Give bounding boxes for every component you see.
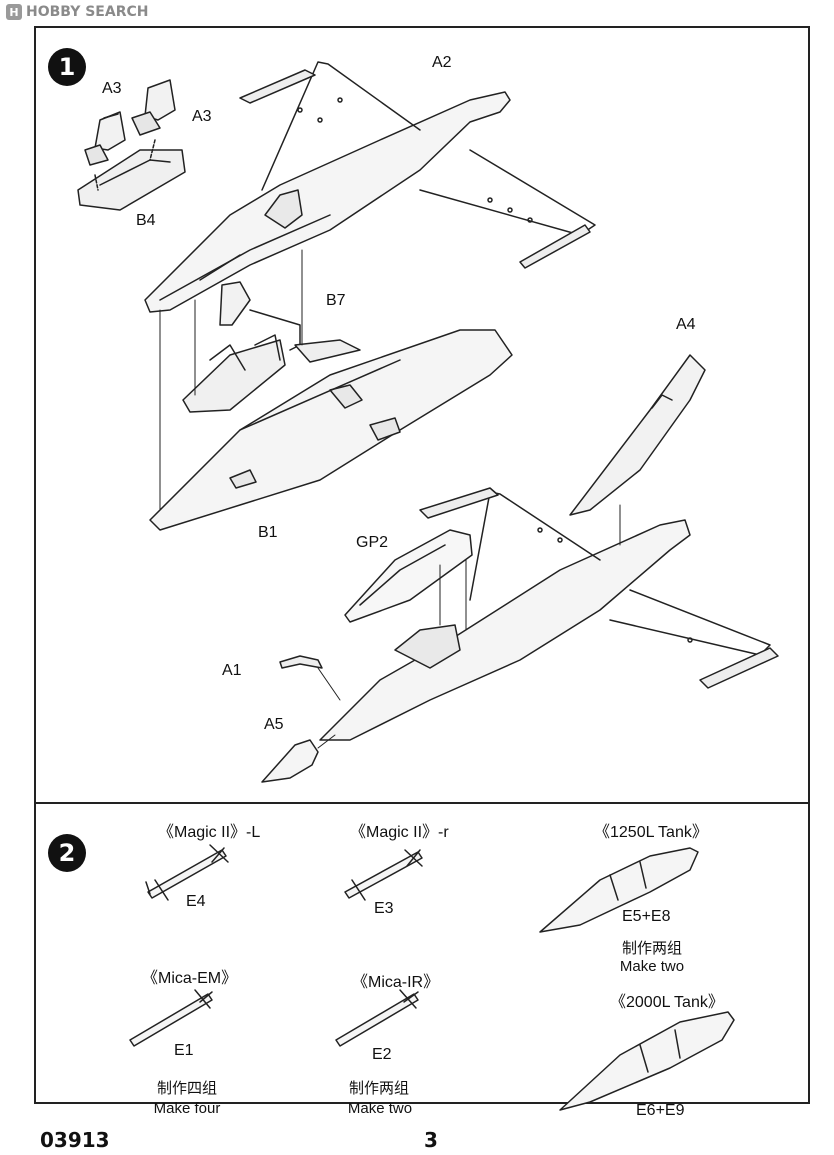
missile-magic-l-drawing	[145, 844, 229, 901]
note-en-1250l: Make two	[619, 958, 685, 975]
tank-1250l-drawing	[539, 847, 699, 933]
part-label-e6-e9: E6+E9	[636, 1102, 685, 1119]
lower-fuselage-b1-drawing	[149, 329, 513, 531]
title-2000l-tank: 《2000L Tank》	[610, 994, 724, 1011]
title-magic-l: 《Magic II》-L	[158, 824, 261, 841]
nose-cone-a5-drawing	[261, 734, 336, 783]
tank-2000l-drawing	[559, 1011, 735, 1111]
part-label-a1: A1	[222, 662, 242, 679]
watermark-text: HOBBY SEARCH	[26, 4, 149, 20]
missile-magic-r-drawing	[344, 849, 423, 901]
part-label-a4: A4	[676, 316, 696, 333]
vertical-tail-a4-drawing	[569, 354, 706, 516]
part-label-a5: A5	[264, 716, 284, 733]
part-label-a2: A2	[432, 54, 452, 71]
step-2-badge: 2	[48, 834, 86, 872]
product-code: 03913	[40, 1128, 110, 1152]
watermark-logo-icon: H	[6, 4, 22, 20]
part-label-e2: E2	[372, 1046, 392, 1063]
part-label-a3-left: A3	[102, 80, 122, 97]
part-label-gp2: GP2	[356, 534, 389, 551]
guide-lines-step1b	[439, 504, 621, 631]
part-label-e4: E4	[186, 893, 206, 910]
page-frame	[34, 26, 810, 1104]
title-mica-em: 《Mica-EM》	[142, 970, 238, 987]
cockpit-tub-b4-drawing	[77, 139, 186, 211]
note-cn-1250l: 制作两组	[621, 940, 682, 957]
missile-mica-em-drawing	[129, 989, 213, 1047]
guide-lines-step1	[159, 249, 303, 511]
watermark: H HOBBY SEARCH	[6, 4, 148, 20]
assembled-aircraft-drawing	[319, 487, 779, 741]
step-1-badge: 1	[48, 48, 86, 86]
part-label-e5-e8: E5+E8	[622, 908, 671, 925]
title-1250l-tank: 《1250L Tank》	[594, 824, 708, 841]
canopy-gp2-drawing	[344, 529, 473, 623]
upper-fuselage-a2-drawing	[144, 61, 596, 313]
part-a1-drawing	[279, 655, 341, 701]
note-en-mica-em: Make four	[153, 1100, 221, 1117]
note-en-mica-ir: Make two	[347, 1100, 413, 1117]
page-number: 3	[424, 1128, 438, 1152]
note-cn-mica-ir: 制作两组	[348, 1080, 409, 1097]
part-label-a3-right: A3	[192, 108, 212, 125]
title-magic-r: 《Magic II》-r	[350, 824, 449, 841]
part-label-b1: B1	[258, 524, 278, 541]
seat-a3-left-drawing	[84, 111, 126, 166]
section-divider	[34, 802, 810, 804]
part-label-e3: E3	[374, 900, 394, 917]
cockpit-tub-assembled-drawing	[182, 334, 286, 413]
part-label-b4: B4	[136, 212, 156, 229]
part-label-b7: B7	[326, 292, 346, 309]
title-mica-ir: 《Mica-IR》	[352, 974, 440, 991]
intake-b7-drawing	[219, 281, 361, 363]
note-cn-mica-em: 制作四组	[156, 1080, 217, 1097]
part-label-e1: E1	[174, 1042, 194, 1059]
seat-a3-right-drawing	[131, 79, 176, 136]
missile-mica-ir-drawing	[335, 989, 419, 1047]
